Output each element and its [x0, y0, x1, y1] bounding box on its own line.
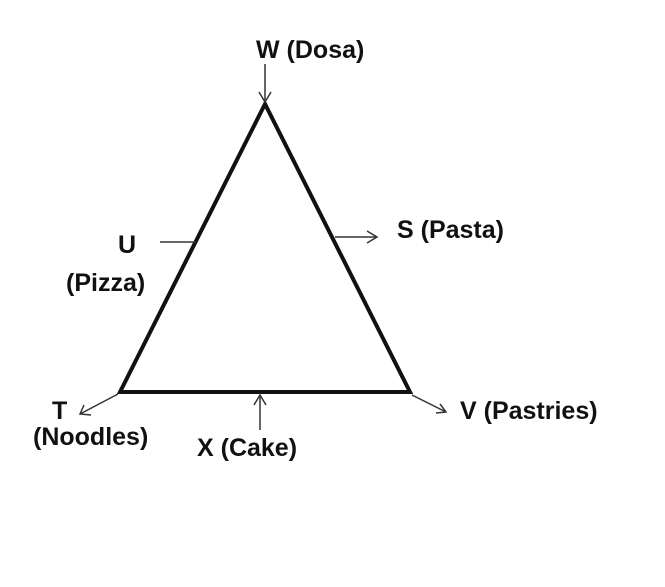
arrow-w [258, 64, 272, 104]
triangle-outline [116, 99, 414, 394]
label-u-letter: U [118, 231, 136, 259]
arrow-s [335, 230, 379, 244]
arrow-x [253, 393, 267, 430]
label-t-letter: T [52, 397, 67, 425]
label-x-cake: X (Cake) [197, 434, 297, 462]
arrow-v [411, 394, 448, 414]
label-u-pizza: (Pizza) [66, 269, 145, 297]
label-w-dosa: W (Dosa) [256, 36, 364, 64]
label-t-noodles: (Noodles) [33, 423, 148, 451]
arrow-t [78, 393, 119, 416]
label-s-pasta: S (Pasta) [397, 216, 504, 244]
label-v-pastries: V (Pastries) [460, 397, 598, 425]
